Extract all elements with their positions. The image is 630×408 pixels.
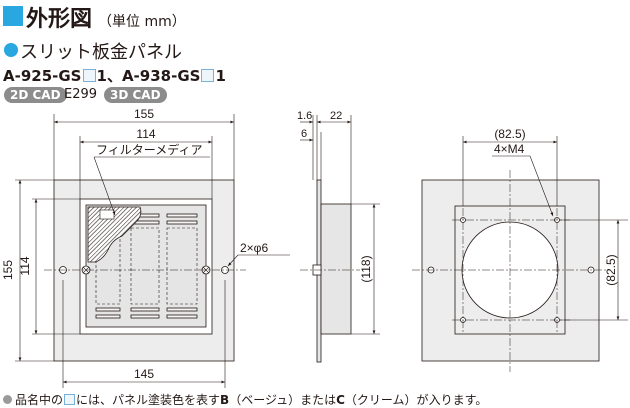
color-placeholder-icon	[82, 69, 96, 82]
footer-text-1: 品名中の	[15, 393, 64, 407]
cad-3d-badge[interactable]: 3D CAD	[104, 87, 167, 103]
model-a-suffix: 1	[96, 67, 107, 85]
dim-thickness: 1.6	[297, 110, 312, 122]
back-view: (82.5) 4×M4 (82.5)	[412, 127, 628, 372]
page-title: 外形図 （単位 mm）	[26, 1, 186, 33]
dim-back-top: (82.5)	[494, 127, 525, 141]
unit-label: （単位 mm）	[98, 14, 186, 30]
cad-2d-badge[interactable]: 2D CAD	[4, 87, 67, 103]
dim-width-outer: 155	[134, 107, 154, 121]
color-placeholder-icon	[64, 394, 76, 405]
footer-text-3: （ベージュ）または	[229, 393, 337, 407]
dim-back-right: (82.5)	[604, 254, 618, 285]
bullet-dot-icon	[3, 395, 12, 404]
footer-code-c: C	[336, 393, 345, 407]
filter-media-hatch	[87, 206, 142, 263]
footer-code-b: B	[220, 393, 230, 407]
dim-width-bottom: 145	[134, 367, 154, 381]
product-name: スリット板金パネル	[20, 42, 182, 63]
hole-callout: 2×φ6	[240, 241, 268, 255]
filter-media-label: フィルターメディア	[96, 142, 202, 157]
dim-width-inner: 114	[136, 127, 155, 141]
dim-depth: 22	[330, 110, 342, 122]
model-separator: 、	[106, 67, 122, 85]
footer-text-2: には、パネル塗装色を表す	[76, 393, 221, 407]
model-a-prefix: A-925-GS	[3, 67, 82, 85]
title-text: 外形図	[26, 7, 93, 32]
model-b-prefix: A-938-GS	[121, 67, 201, 85]
side-body	[320, 203, 352, 335]
bullet-dot-icon	[4, 43, 18, 57]
side-view: 1.6 22 6 (118)	[297, 110, 380, 363]
color-placeholder-icon	[201, 69, 215, 82]
footer-note: 品名中のには、パネル塗装色を表すB（ベージュ）またはC（クリーム）が入ります。	[3, 391, 487, 408]
dim-height-outer: 155	[1, 260, 15, 280]
front-view: 155 114 145 155 114 フィルターメディア 2×φ6	[1, 107, 290, 388]
model-b-suffix: 1	[215, 67, 226, 85]
dim-height-inner: 114	[18, 256, 32, 275]
section-marker-icon	[3, 6, 23, 26]
footer-text-4: （クリーム）が入ります。	[344, 393, 488, 407]
cad-2d-code: E299	[64, 87, 98, 102]
dim-offset: 6	[301, 128, 307, 140]
dim-side-height: (118)	[359, 255, 373, 282]
screw-callout: 4×M4	[494, 142, 525, 156]
